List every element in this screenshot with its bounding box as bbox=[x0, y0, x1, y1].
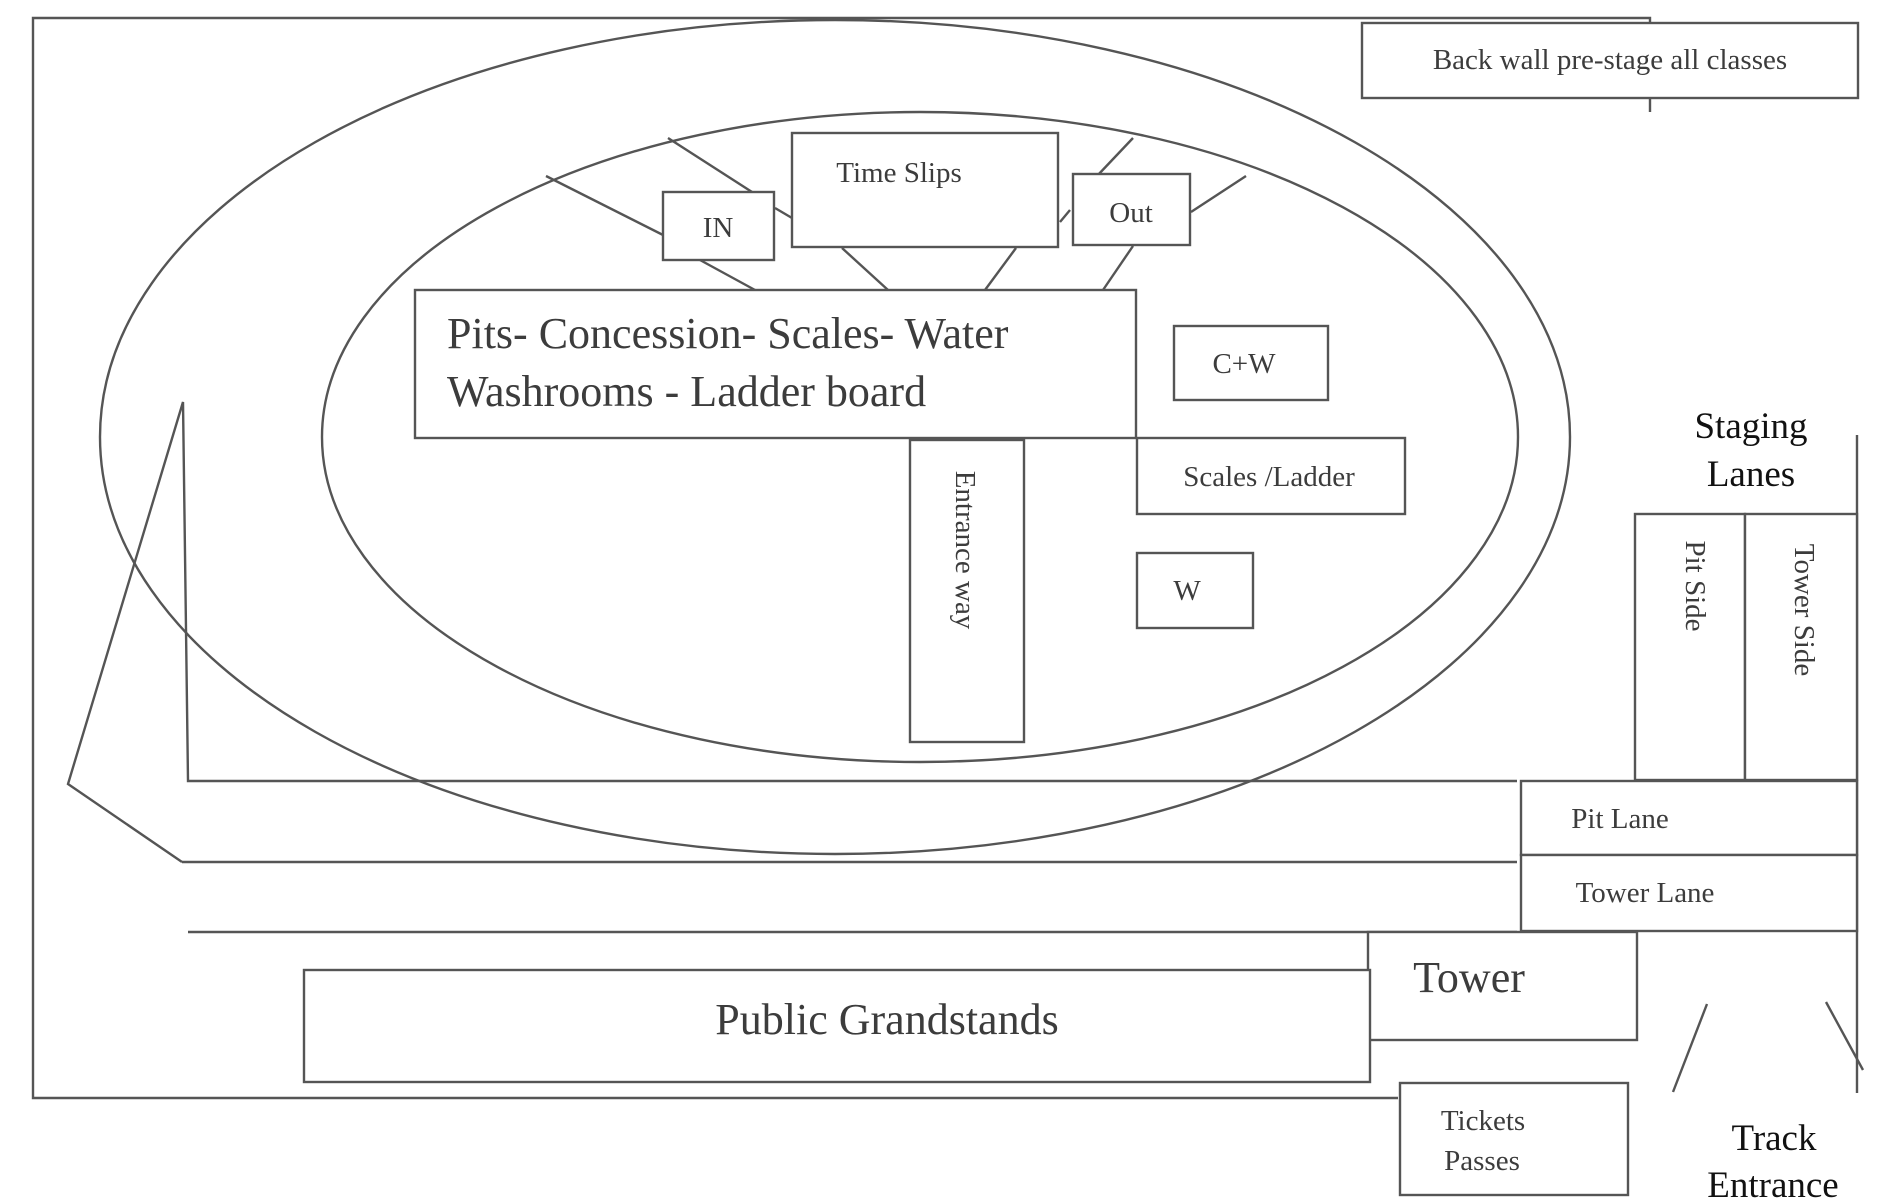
washrooms-ladder-label: Washrooms - Ladder board bbox=[447, 367, 926, 416]
w-label: W bbox=[1173, 575, 1201, 607]
scales-ladder-label: Scales /Ladder bbox=[1183, 461, 1355, 493]
pit-route-lines bbox=[545, 136, 1247, 292]
tower-side-label: Tower Side bbox=[1788, 544, 1820, 676]
return-road bbox=[66, 401, 1859, 1093]
pit-side-label: Pit Side bbox=[1679, 540, 1711, 631]
inner-track-oval bbox=[320, 110, 1520, 764]
entrance-way-label: Entrance way bbox=[949, 471, 981, 630]
in-label: IN bbox=[703, 212, 734, 244]
lanes-label: Lanes bbox=[1707, 454, 1795, 495]
cw-label: C+W bbox=[1212, 348, 1276, 380]
public-grandstands-label: Public Grandstands bbox=[715, 995, 1058, 1044]
time-slips-label: Time Slips bbox=[836, 157, 961, 189]
staging-label: Staging bbox=[1694, 406, 1807, 447]
tower-lane-label: Tower Lane bbox=[1576, 877, 1715, 909]
pit-lane-label: Pit Lane bbox=[1571, 803, 1668, 835]
out-label: Out bbox=[1109, 197, 1153, 229]
track-label: Track bbox=[1732, 1118, 1817, 1159]
tickets-label: Tickets bbox=[1441, 1105, 1525, 1137]
track-entrance-lines bbox=[1671, 1001, 1865, 1093]
passes-label: Passes bbox=[1444, 1145, 1520, 1177]
entrance-label: Entrance bbox=[1707, 1165, 1838, 1203]
outer-track-oval bbox=[98, 18, 1572, 856]
tower-label: Tower bbox=[1413, 953, 1525, 1002]
back-wall-label: Back wall pre-stage all classes bbox=[1433, 44, 1787, 76]
pits-concession-label: Pits- Concession- Scales- Water bbox=[447, 309, 1009, 358]
